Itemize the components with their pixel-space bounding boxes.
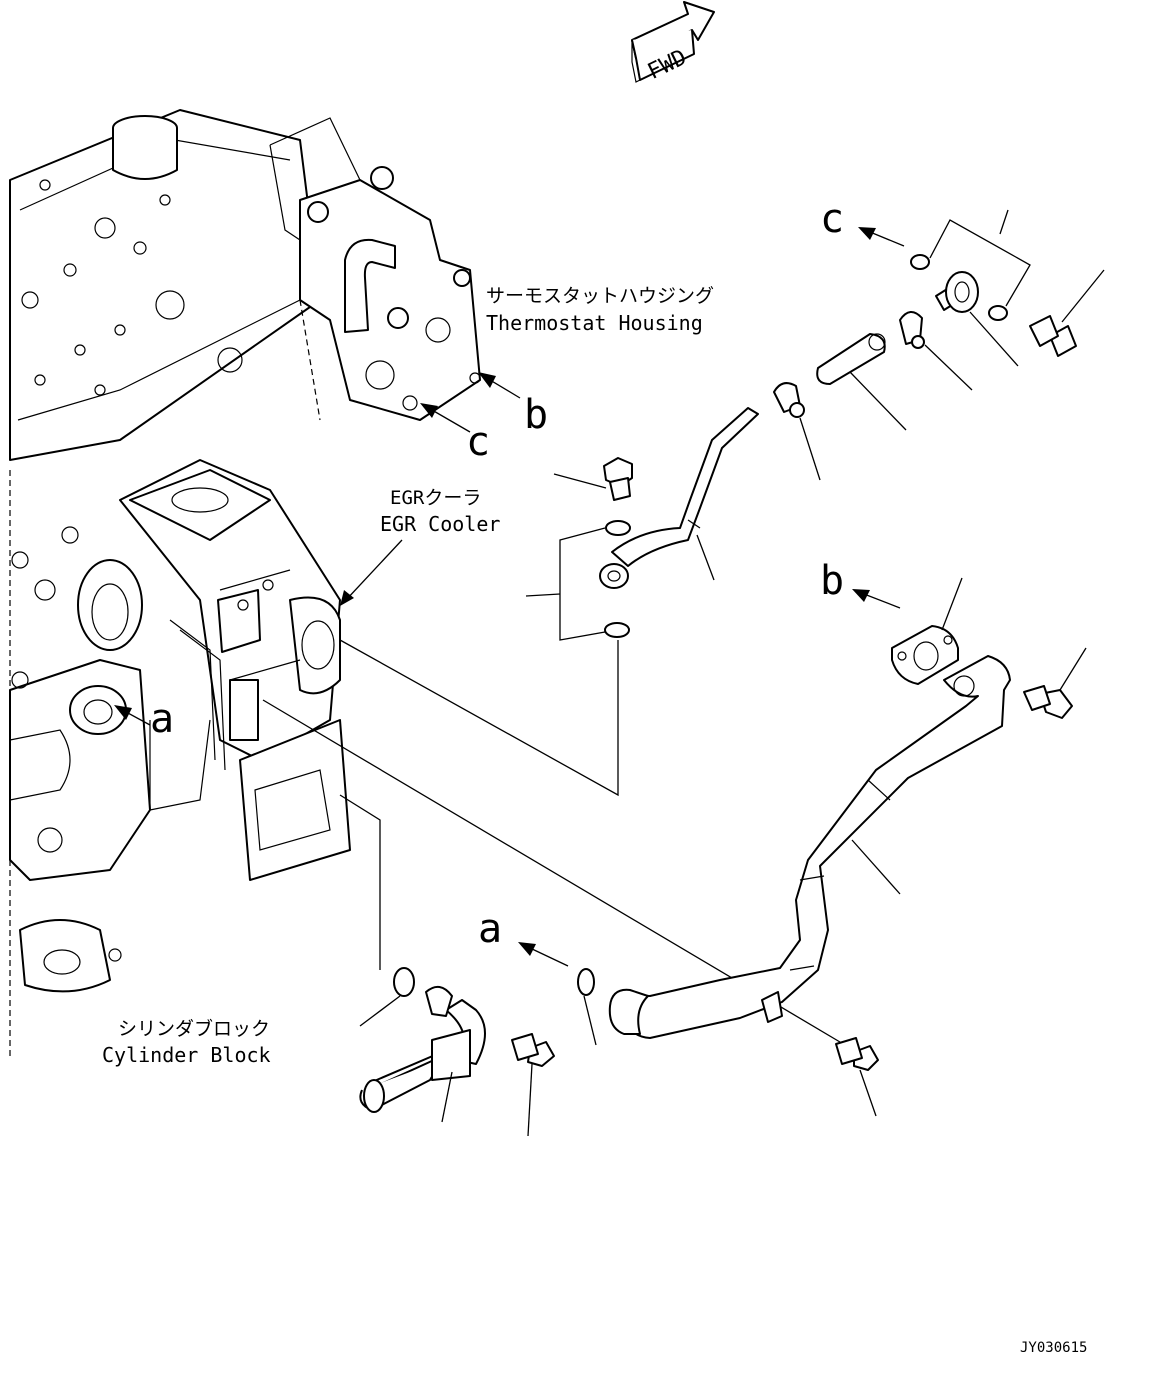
block-pointer <box>339 794 381 970</box>
washer-1 <box>605 520 631 536</box>
gasket-group: b <box>820 558 1087 719</box>
o-ring-lower-1 <box>577 968 595 996</box>
gasket <box>891 625 959 685</box>
clip-upper <box>899 311 925 349</box>
o-ring-upper-2 <box>988 305 1008 321</box>
egr-cooler <box>119 459 341 761</box>
cylinder-block <box>9 526 351 993</box>
callout-a-engine: a <box>150 696 174 742</box>
fwd-indicator: FWD <box>631 1 715 85</box>
thermostat-label-jp: サーモスタットハウジング <box>486 285 714 307</box>
engine-assembly <box>9 109 481 1060</box>
egr-label-en: EGR Cooler <box>380 512 500 536</box>
elbow-hose <box>359 985 486 1113</box>
bolt-upper <box>1029 315 1077 357</box>
banjo-fitting-upper <box>935 271 979 313</box>
thermostat-label-en: Thermostat Housing <box>486 311 703 335</box>
egr-pointer <box>345 539 403 601</box>
callout-c-part: c <box>820 196 844 242</box>
flange-bolt-right <box>1023 685 1073 719</box>
callout-b-engine: b <box>524 392 548 438</box>
clamp-small <box>773 382 805 418</box>
callout-c-engine: c <box>466 419 490 465</box>
o-ring-upper-1 <box>910 254 930 270</box>
callout-a-part: a <box>478 906 502 952</box>
engine-callouts: b c a <box>114 372 548 742</box>
lower-fitting-group: a <box>359 906 879 1137</box>
thermostat-housing <box>269 117 481 421</box>
cover-bolts <box>21 179 243 396</box>
small-tube-assembly <box>599 382 821 589</box>
drawing-code: JY030615 <box>1020 1340 1087 1356</box>
hose-upper <box>816 333 886 385</box>
coolant-pipe <box>608 655 1011 1039</box>
banjo-fitting-lower <box>599 563 629 589</box>
egr-label-jp: EGRクーラ <box>390 487 481 509</box>
banjo-bolt-group <box>525 457 633 641</box>
leader-washers <box>339 639 619 797</box>
bolt-lower-left <box>511 1033 555 1067</box>
bolt-lower-right <box>835 1037 879 1071</box>
o-ring-lower-2 <box>393 967 415 997</box>
upper-fitting-group: c <box>816 196 1105 431</box>
washer-2 <box>604 622 630 638</box>
block-label-jp: シリンダブロック <box>118 1017 270 1040</box>
callout-b-part: b <box>820 558 844 604</box>
block-label-en: Cylinder Block <box>102 1043 271 1067</box>
